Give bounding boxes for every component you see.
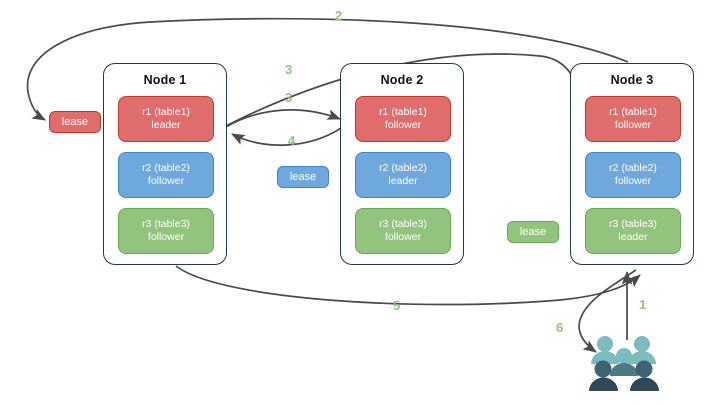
node-title: Node 2 <box>380 73 424 87</box>
replica-role: follower <box>147 231 185 243</box>
step-label-1: 1 <box>639 297 647 312</box>
replica-name: r3 (table3) <box>609 218 657 230</box>
step-label-2: 2 <box>335 8 343 23</box>
replica-name: r1 (table1) <box>379 106 427 118</box>
users-group-icon[interactable] <box>586 333 664 393</box>
replica-name: r1 (table1) <box>609 106 657 118</box>
lease-badge-green[interactable]: lease <box>507 221 559 243</box>
replica-name: r2 (table2) <box>379 162 427 174</box>
replica-role: leader <box>151 119 181 131</box>
replica-name: r1 (table1) <box>142 106 190 118</box>
replica-role: follower <box>384 119 422 131</box>
step-label-5: 5 <box>393 298 401 313</box>
replica-role: follower <box>614 119 652 131</box>
users-group-glyph <box>589 336 659 391</box>
replica-r3[interactable]: r3 (table3) follower <box>118 208 214 254</box>
replica-r2[interactable]: r2 (table2) follower <box>585 152 681 198</box>
step-label-6: 6 <box>556 320 564 335</box>
arrow-step-4 <box>231 125 345 146</box>
arrow-step-2 <box>26 17 629 121</box>
replica-r3[interactable]: r3 (table3) follower <box>355 208 451 254</box>
node-title: Node 1 <box>143 73 187 87</box>
replica-r2[interactable]: r2 (table2) follower <box>118 152 214 198</box>
replica-name: r2 (table2) <box>142 162 190 174</box>
step-label-4: 4 <box>288 133 296 148</box>
replica-role: follower <box>614 175 652 187</box>
arrow-step-3-to-node2 <box>223 109 341 129</box>
replica-r1[interactable]: r1 (table1) follower <box>585 96 681 142</box>
replica-r3[interactable]: r3 (table3) leader <box>585 208 681 254</box>
node-title: Node 3 <box>610 73 654 87</box>
node-container-node3[interactable]: Node 3 r1 (table1) follower r2 (table2) … <box>570 63 694 265</box>
arrow-step-5 <box>175 265 641 306</box>
replica-r1[interactable]: r1 (table1) leader <box>118 96 214 142</box>
replica-name: r2 (table2) <box>609 162 657 174</box>
replica-r1[interactable]: r1 (table1) follower <box>355 96 451 142</box>
arrow-step-6 <box>578 269 637 353</box>
replica-role: follower <box>147 175 185 187</box>
replica-name: r3 (table3) <box>142 218 190 230</box>
replica-role: leader <box>388 175 418 187</box>
step-label-3b: 3 <box>285 90 293 105</box>
step-label-3a: 3 <box>285 62 293 77</box>
lease-badge-blue[interactable]: lease <box>277 166 329 188</box>
node-container-node1[interactable]: Node 1 r1 (table1) leader r2 (table2) fo… <box>103 63 227 265</box>
replica-role: follower <box>384 231 422 243</box>
replica-r2[interactable]: r2 (table2) leader <box>355 152 451 198</box>
replica-name: r3 (table3) <box>379 218 427 230</box>
replica-role: leader <box>618 231 648 243</box>
lease-badge-red[interactable]: lease <box>49 111 101 133</box>
node-container-node2[interactable]: Node 2 r1 (table1) follower r2 (table2) … <box>340 63 464 265</box>
